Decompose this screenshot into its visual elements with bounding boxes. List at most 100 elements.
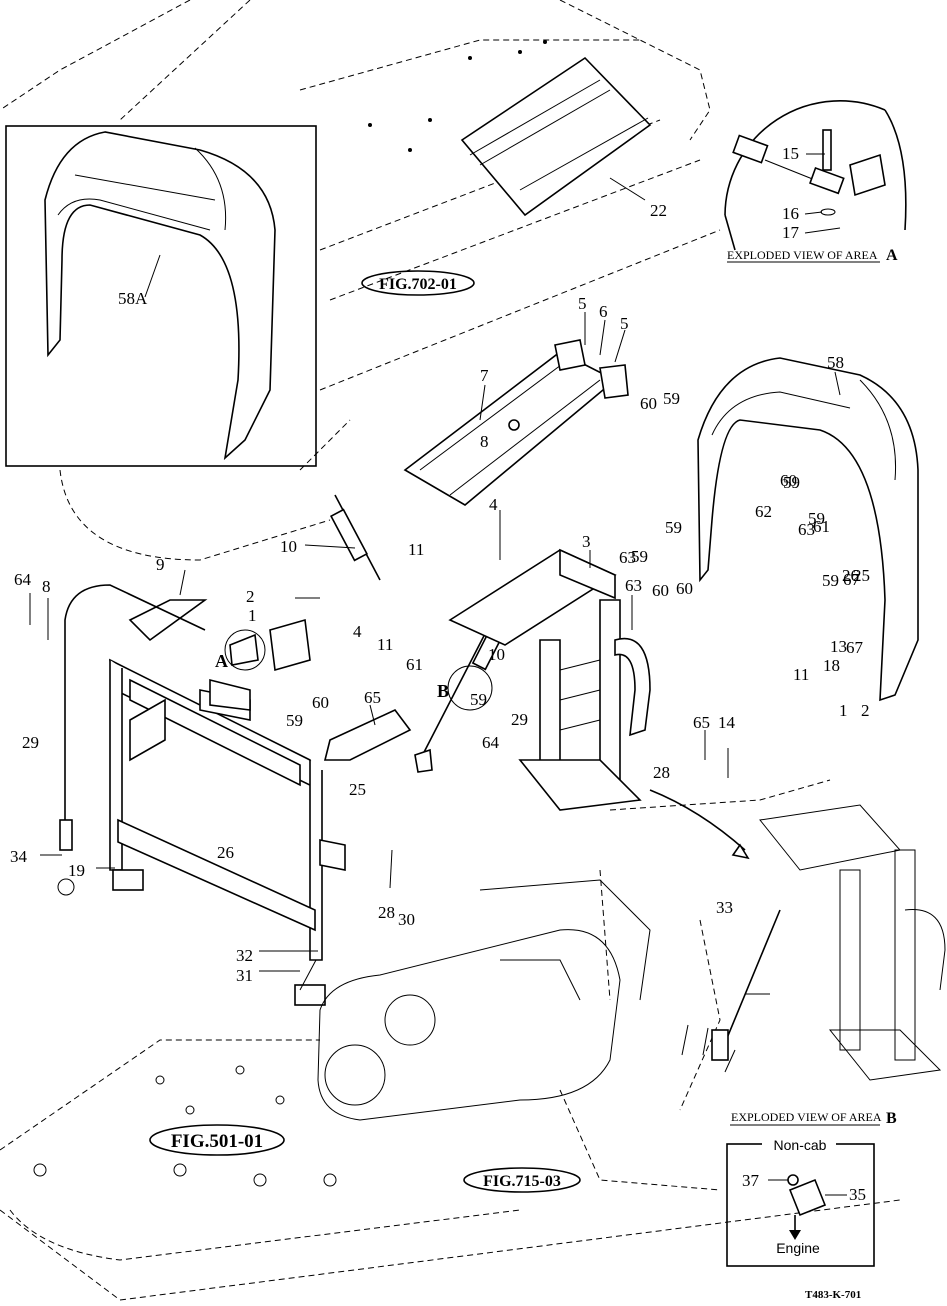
callout-9: 9 (156, 555, 165, 574)
callout-34: 34 (10, 847, 28, 866)
callout-5: 5 (620, 314, 629, 333)
exploded-a-text: EXPLODED VIEW OF AREA A 15 16 17 (727, 144, 898, 264)
callout-61: 61 (406, 655, 423, 674)
callout-60: 60 (312, 693, 329, 712)
inset-box (5, 125, 317, 467)
fender-right (697, 357, 919, 702)
upper-bracket (403, 339, 629, 506)
area-markers: A B (215, 651, 493, 711)
callout-4: 4 (489, 495, 498, 514)
area-marker-b: B (437, 681, 449, 701)
callout-63: 63 (625, 576, 642, 595)
exploded-b-text: EXPLODED VIEW OF AREA B Non-cab Engine 3… (731, 1110, 897, 1256)
console-ghost (711, 804, 946, 1081)
callout-59: 59 (808, 509, 825, 528)
callout-10: 10 (488, 645, 505, 664)
callout-1: 1 (248, 606, 257, 625)
callout-32: 32 (236, 946, 253, 965)
callout-59: 59 (663, 389, 680, 408)
throttle-cable (57, 584, 206, 896)
callout-11: 11 (408, 540, 424, 559)
callout-6: 6 (599, 302, 608, 321)
exploded-b-caption: EXPLODED VIEW OF AREA (731, 1110, 882, 1124)
callout-64: 64 (482, 733, 500, 752)
callout-58: 58 (827, 353, 844, 372)
noncab-label: Non-cab (774, 1137, 827, 1153)
callout-26: 26 (217, 843, 234, 862)
callout-67: 67 (846, 638, 864, 657)
reference-ovals (149, 270, 581, 1193)
drawing-code: T483-K-701 (805, 1289, 861, 1301)
callout-25: 25 (349, 780, 366, 799)
callout-35: 35 (849, 1185, 866, 1204)
callout-2: 2 (246, 587, 255, 606)
callout-14: 14 (718, 713, 736, 732)
callout-30: 30 (398, 910, 415, 929)
callout-15: 15 (782, 144, 799, 163)
callout-67: 67 (843, 570, 861, 589)
callout-1: 1 (839, 701, 848, 720)
inset-callout-58a: 58A (118, 289, 148, 308)
callout-11: 11 (377, 635, 393, 654)
callout-59: 59 (470, 690, 487, 709)
callout-5: 5 (578, 294, 587, 313)
callout-8: 8 (42, 577, 51, 596)
callout-11: 11 (793, 665, 809, 684)
callout-62: 62 (755, 502, 772, 521)
callout-59: 59 (631, 547, 648, 566)
exploded-a-letter: A (886, 247, 898, 264)
callout-37: 37 (742, 1171, 760, 1190)
engine-assembly (317, 879, 651, 1121)
callout-4: 4 (353, 622, 362, 641)
callout-60: 60 (652, 581, 669, 600)
exploded-view-a (724, 100, 907, 263)
engine-label: Engine (776, 1240, 820, 1256)
area-marker-a: A (215, 651, 228, 671)
callout-59: 59 (822, 571, 839, 590)
callout-60: 60 (676, 579, 693, 598)
callout-59: 59 (783, 473, 800, 492)
fig-702-ref[interactable]: FIG.702-01 (379, 276, 457, 293)
callout-31: 31 (236, 966, 253, 985)
callout-2: 2 (861, 701, 870, 720)
callout-61: 61 (813, 517, 830, 536)
callout-10: 10 (280, 537, 297, 556)
callout-28: 28 (378, 903, 395, 922)
callout-8: 8 (480, 432, 489, 451)
callout-16: 16 (782, 204, 799, 223)
side-brackets (128, 599, 412, 761)
callout-13: 13 (830, 637, 847, 656)
callout-63: 63 (619, 548, 636, 567)
fig-715-ref[interactable]: FIG.715-03 (483, 1173, 561, 1190)
reference-labels: FIG.702-01 FIG.501-01 FIG.715-03 (171, 276, 561, 1190)
callout-7: 7 (480, 366, 489, 385)
callout-59: 59 (665, 518, 682, 537)
callout-59: 59 (286, 711, 303, 730)
exploded-a-caption: EXPLODED VIEW OF AREA (727, 248, 878, 262)
callout-18: 18 (823, 656, 840, 675)
exploded-b-letter: B (886, 1110, 897, 1127)
callout-3: 3 (582, 532, 591, 551)
fig-501-ref[interactable]: FIG.501-01 (171, 1131, 263, 1152)
callout-26: 26 (842, 566, 859, 585)
callout-64: 64 (14, 570, 32, 589)
area-a-detail (209, 618, 311, 711)
cover-plate (460, 56, 652, 217)
callout-33: 33 (716, 898, 733, 917)
callout-60: 60 (640, 394, 657, 413)
callout-19: 19 (68, 861, 85, 880)
callout-29: 29 (22, 733, 39, 752)
console-frame (448, 548, 750, 860)
callout-60: 60 (780, 471, 797, 490)
callout-65: 65 (364, 688, 381, 707)
callout-22: 22 (650, 201, 667, 220)
callout-63: 63 (798, 520, 815, 539)
leader-lines (29, 153, 847, 1196)
callout-65: 65 (693, 713, 710, 732)
exploded-view-b (726, 1124, 880, 1267)
callout-28: 28 (653, 763, 670, 782)
main-frame (108, 658, 346, 1006)
